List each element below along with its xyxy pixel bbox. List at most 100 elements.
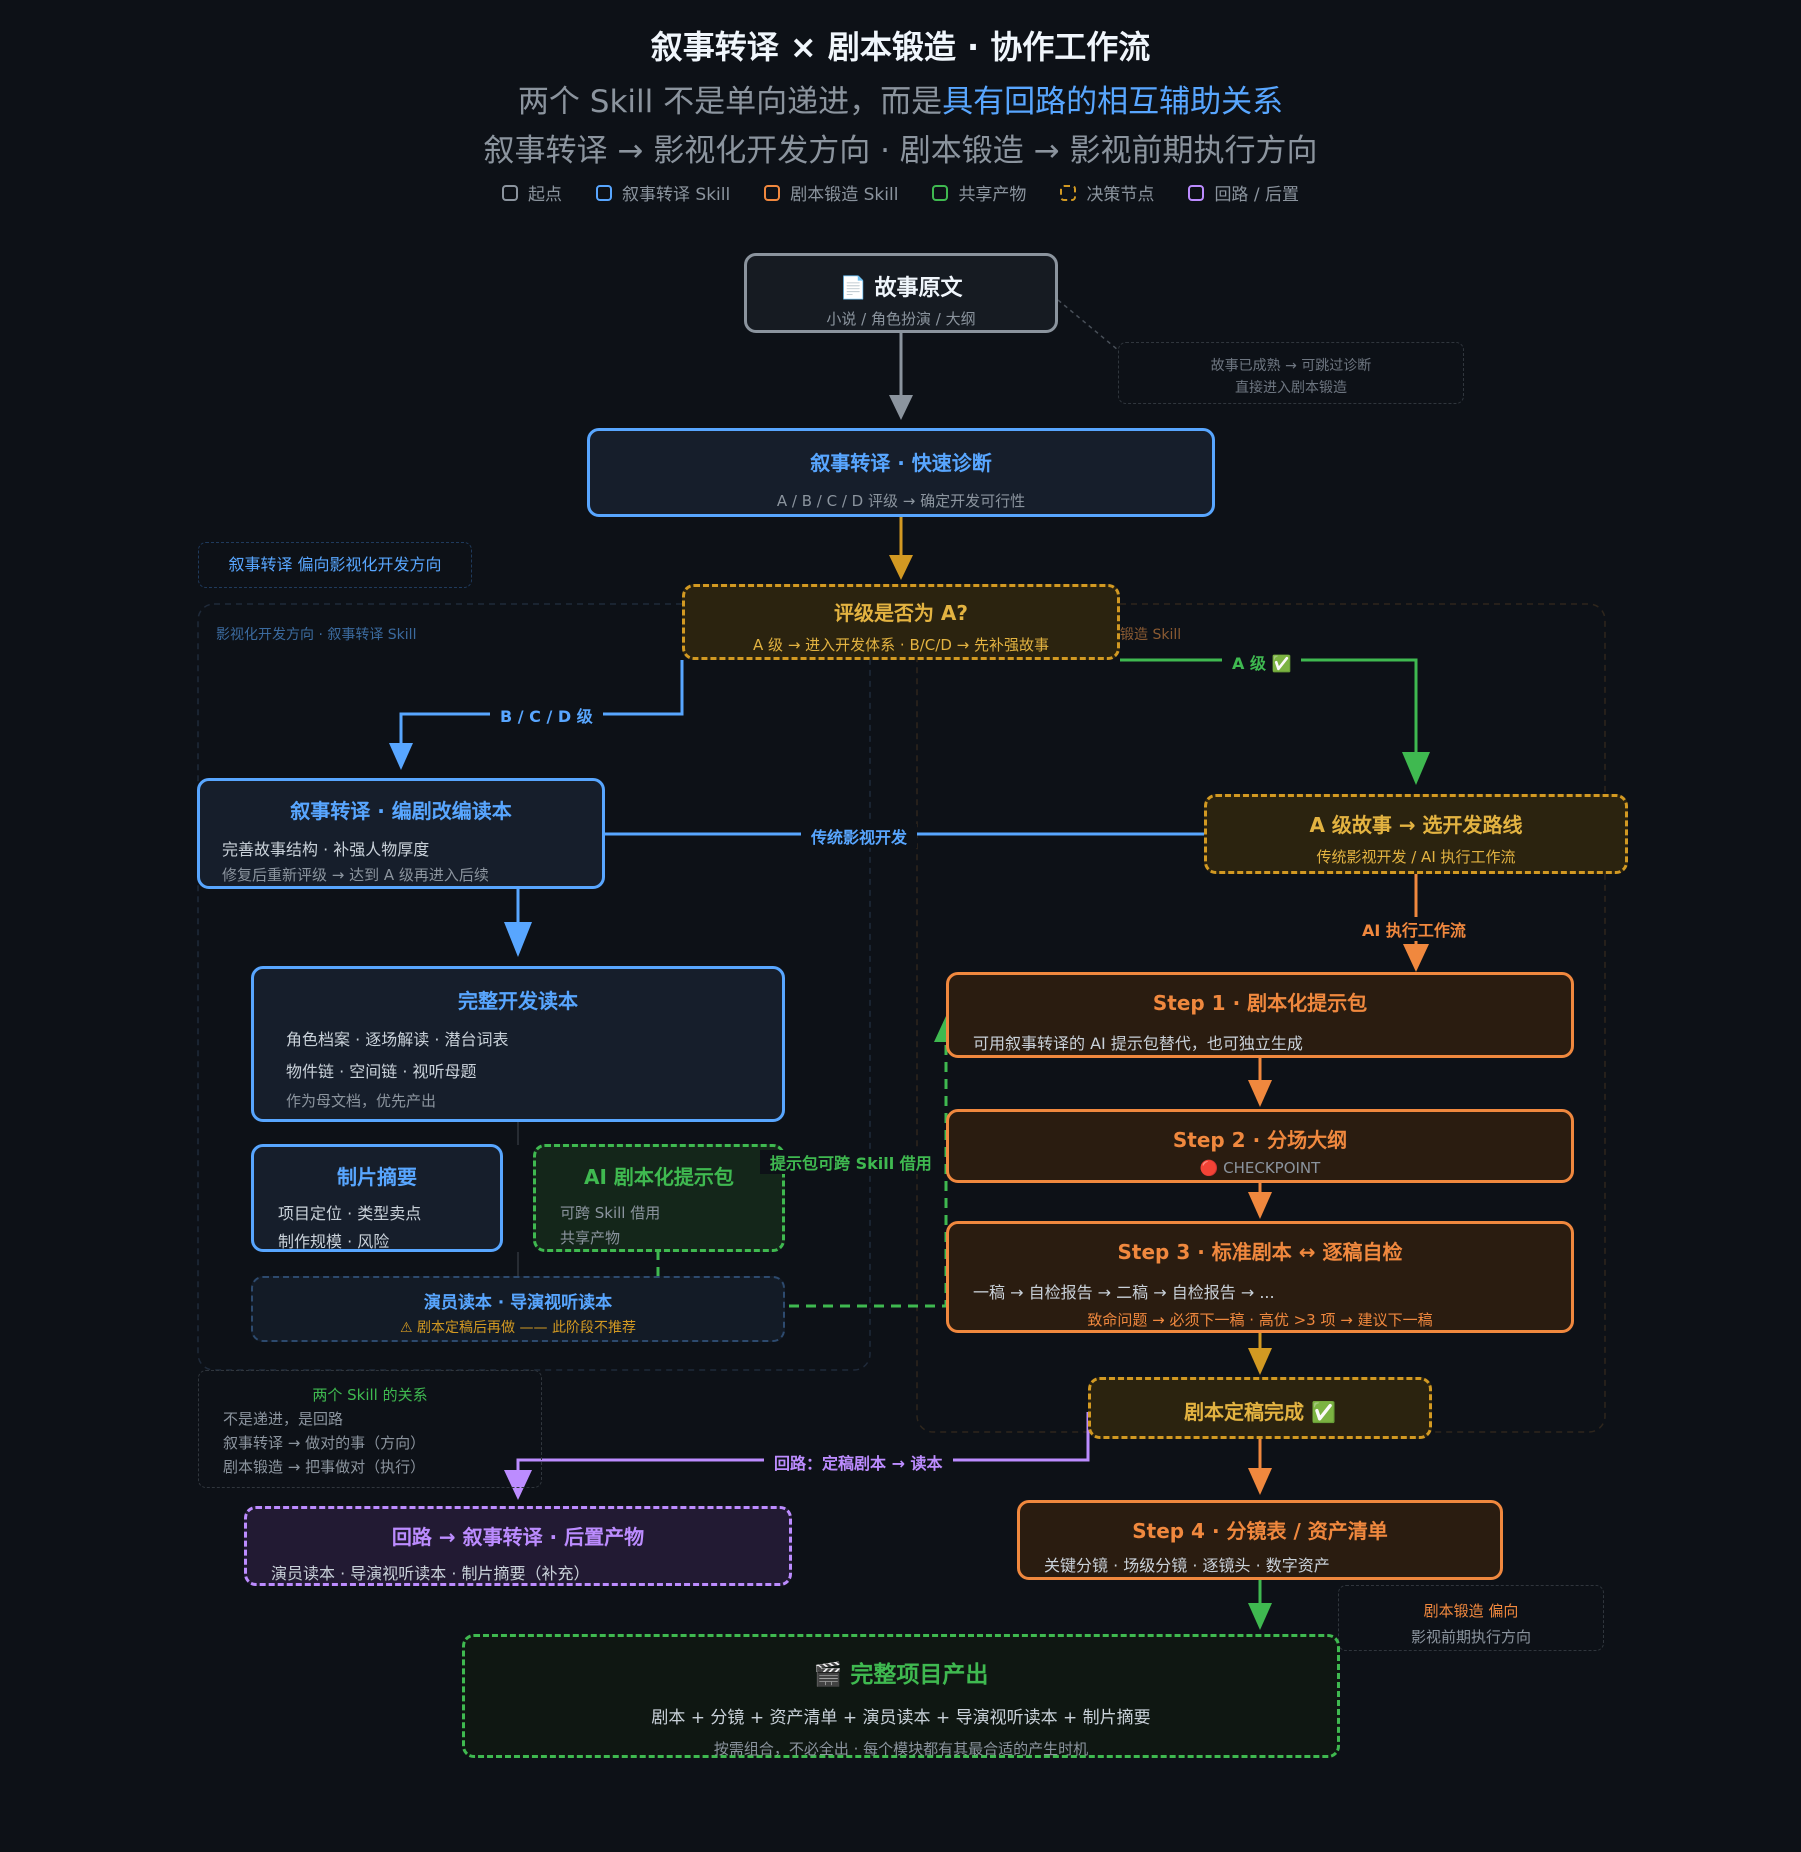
node-title: Step 1 · 剧本化提示包	[1152, 991, 1368, 1015]
node-step1[interactable]: Step 1 · 剧本化提示包 可用叙事转译的 AI 提示包替代，也可独立生成	[946, 972, 1574, 1058]
node-route-select[interactable]: A 级故事 → 选开发路线 传统影视开发 / AI 执行工作流	[1204, 794, 1628, 874]
node-line: 可跨 Skill 借用	[560, 1204, 661, 1222]
node-title: 叙事转译 · 编剧改编读本	[290, 799, 512, 823]
node-subtitle: 可用叙事转译的 AI 提示包替代，也可独立生成	[973, 1034, 1303, 1053]
node-line: 剧本 + 分镜 + 资产清单 + 演员读本 + 导演视听读本 + 制片摘要	[651, 1708, 1151, 1728]
node-title: 完整开发读本	[458, 989, 578, 1013]
legend-item-narrative: 叙事转译 Skill	[596, 180, 730, 205]
node-title: 评级是否为 A?	[833, 601, 969, 625]
legend-label: 剧本锻造 Skill	[790, 185, 899, 205]
legend-label: 决策节点	[1086, 185, 1155, 205]
subtitle-relation: 两个 Skill 不是单向递进，而是具有回路的相互辅助关系	[0, 76, 1801, 121]
legend-swatch	[932, 184, 949, 201]
node-title: Step 2 · 分场大纲	[1172, 1128, 1348, 1152]
edge-label-traditional: 传统影视开发	[801, 824, 918, 848]
arrow-source-diagnosis	[889, 395, 913, 420]
arrow-step4-output	[1248, 1603, 1272, 1630]
node-diagnosis[interactable]: 叙事转译 · 快速诊断 A / B / C / D 评级 → 确定开发可行性	[587, 428, 1215, 517]
edge-route-fullread	[516, 832, 1205, 930]
edge-label-ai-flow: AI 执行工作流	[1352, 917, 1476, 941]
left-group-label: 影视化开发方向 · 叙事转译 Skill	[216, 627, 417, 643]
legend-label: 起点	[528, 185, 562, 205]
node-subtitle: 演员读本 · 导演视听读本 · 制片摘要（补充）	[271, 1564, 590, 1583]
node-line: 作为母文档，优先产出	[286, 1092, 437, 1110]
node-title-text: 故事原文	[874, 276, 963, 301]
checkpoint-badge: 🔴 CHECKPOINT	[1199, 1159, 1321, 1177]
legend-item-start: 起点	[502, 180, 562, 205]
note-line: 故事已成熟 → 可跳过诊断	[1210, 358, 1372, 374]
legend-item-script: 剧本锻造 Skill	[764, 180, 898, 205]
node-line: 致命问题 → 必须下一稿 · 高优 >3 项 → 建议下一稿	[1087, 1311, 1433, 1329]
node-line: 制作规模 · 风险	[278, 1232, 390, 1251]
document-icon: 📄	[839, 276, 867, 301]
edge-label-loop: 回路：定稿剧本 → 读本	[764, 1450, 953, 1474]
node-step2[interactable]: Step 2 · 分场大纲 🔴 CHECKPOINT	[946, 1109, 1574, 1183]
node-line: 角色档案 · 逐场解读 · 潜台词表	[286, 1030, 509, 1049]
legend-swatch	[596, 184, 612, 201]
legend-swatch	[764, 184, 781, 201]
legend-label: 共享产物	[958, 185, 1027, 205]
arrow-diagnosis-decision	[889, 555, 913, 580]
arrow-final-step4	[1248, 1468, 1272, 1495]
note-line: 直接进入剧本锻造	[1235, 380, 1347, 396]
legend-swatch	[502, 184, 518, 201]
node-title: Step 3 · 标准剧本 ↔ 逐稿自检	[1117, 1240, 1403, 1264]
note-line: 叙事转译 → 做对的事（方向）	[223, 1434, 426, 1452]
page-title: 叙事转译 × 剧本锻造 · 协作工作流	[650, 28, 1151, 66]
node-title: Step 4 · 分镜表 / 资产清单	[1132, 1519, 1388, 1543]
node-line: 按需组合，不必全出 · 每个模块都有其最合适的产生时机	[713, 1740, 1089, 1758]
node-title: A 级故事 → 选开发路线	[1309, 813, 1523, 837]
subtitle-highlight: 具有回路的相互辅助关系	[942, 84, 1284, 120]
node-line: 物件链 · 空间链 · 视听母题	[286, 1062, 477, 1081]
node-title: 制片摘要	[337, 1165, 417, 1189]
node-subtitle: 小说 / 角色扮演 / 大纲	[826, 310, 976, 328]
clapper-icon: 🎬	[813, 1662, 843, 1688]
node-script-final[interactable]: 剧本定稿完成 ✅	[1088, 1377, 1432, 1439]
arrow-final-loop	[504, 1470, 532, 1500]
arrow-step2-step3	[1248, 1192, 1272, 1219]
arrow-decision-route	[1402, 752, 1430, 785]
node-subtitle: 关键分镜 · 场级分镜 · 逐镜头 · 数字资产	[1044, 1556, 1330, 1575]
node-prod-summary[interactable]: 制片摘要 项目定位 · 类型卖点 制作规模 · 风险	[251, 1144, 503, 1252]
node-subtitle: A 级 → 进入开发体系 · B/C/D → 先补强故事	[753, 636, 1049, 654]
node-source-title: 📄 故事原文	[747, 270, 1055, 302]
node-step3[interactable]: Step 3 · 标准剧本 ↔ 逐稿自检 一稿 → 自检报告 → 二稿 → 自检…	[946, 1221, 1574, 1333]
node-line: 完善故事结构 · 补强人物厚度	[222, 840, 430, 859]
node-source[interactable]: 📄 故事原文 小说 / 角色扮演 / 大纲	[744, 253, 1058, 333]
legend-item-shared: 共享产物	[932, 180, 1026, 205]
node-line: 项目定位 · 类型卖点	[278, 1204, 422, 1223]
note-right-bias: 剧本锻造 偏向 影视前期执行方向	[1338, 1585, 1604, 1651]
arrow-decision-adapt	[389, 743, 413, 770]
edge-label-a-grade: A 级 ✅	[1222, 650, 1302, 674]
node-step4[interactable]: Step 4 · 分镜表 / 资产清单 关键分镜 · 场级分镜 · 逐镜头 · …	[1017, 1500, 1503, 1580]
node-line: 共享产物	[560, 1229, 621, 1247]
node-warning: ⚠ 剧本定稿后再做 —— 此阶段不推荐	[400, 1320, 636, 1336]
node-title-text: 完整项目产出	[850, 1662, 989, 1688]
node-output-title: 🎬 完整项目产出	[465, 1655, 1337, 1689]
node-line: 修复后重新评级 → 达到 A 级再进入后续	[222, 866, 489, 884]
right-group-label: 锻造 Skill	[1120, 627, 1182, 643]
node-output[interactable]: 🎬 完整项目产出 剧本 + 分镜 + 资产清单 + 演员读本 + 导演视听读本 …	[462, 1634, 1340, 1758]
note-line: 剧本锻造 偏向	[1423, 1602, 1519, 1620]
node-decision-grade[interactable]: 评级是否为 A? A 级 → 进入开发体系 · B/C/D → 先补强故事	[682, 584, 1120, 660]
node-title: 回路 → 叙事转译 · 后置产物	[391, 1525, 645, 1549]
note-left-bias: 叙事转译 偏向影视化开发方向	[198, 542, 472, 588]
edge-decision-route	[1120, 658, 1418, 760]
node-title: 演员读本 · 导演视听读本	[423, 1293, 613, 1313]
subtitle-direction: 叙事转译 → 影视化开发方向 · 剧本锻造 → 影视前期执行方向	[483, 133, 1318, 169]
legend-label: 回路 / 后置	[1214, 185, 1299, 205]
node-adapt-read[interactable]: 叙事转译 · 编剧改编读本 完善故事结构 · 补强人物厚度 修复后重新评级 → …	[197, 778, 605, 889]
node-actor-read[interactable]: 演员读本 · 导演视听读本 ⚠ 剧本定稿后再做 —— 此阶段不推荐	[251, 1276, 785, 1342]
edge-source-skip	[1057, 299, 1119, 351]
node-ai-pack[interactable]: AI 剧本化提示包 可跨 Skill 借用 共享产物	[533, 1144, 785, 1252]
legend-swatch	[1188, 184, 1205, 201]
note-line: 影视前期执行方向	[1410, 1628, 1531, 1646]
subtitle-part-a: 两个 Skill 不是单向递进，而是	[517, 84, 943, 120]
node-subtitle: 传统影视开发 / AI 执行工作流	[1316, 848, 1516, 866]
node-loop-back[interactable]: 回路 → 叙事转译 · 后置产物 演员读本 · 导演视听读本 · 制片摘要（补充…	[244, 1506, 792, 1586]
legend-label: 叙事转译 Skill	[622, 185, 731, 205]
note-line: 剧本锻造 → 把事做对（执行）	[223, 1458, 426, 1476]
note-relation: 两个 Skill 的关系 不是递进，是回路 叙事转译 → 做对的事（方向） 剧本…	[198, 1370, 542, 1488]
node-full-read[interactable]: 完整开发读本 角色档案 · 逐场解读 · 潜台词表 物件链 · 空间链 · 视听…	[251, 966, 785, 1122]
legend-swatch	[1060, 184, 1077, 201]
